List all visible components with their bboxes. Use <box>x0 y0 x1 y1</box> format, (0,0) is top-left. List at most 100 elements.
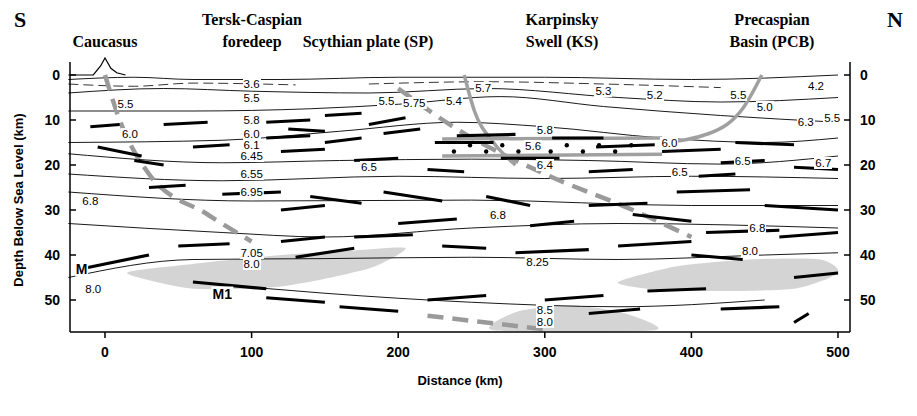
distance-tick-label: 400 <box>680 344 703 360</box>
dot <box>452 149 456 153</box>
reflector <box>281 206 325 211</box>
direction-letter: S <box>14 8 26 32</box>
reflector <box>442 246 486 248</box>
velocity-value: 6.0 <box>243 128 261 140</box>
reflector <box>193 145 230 147</box>
reflector <box>618 242 691 247</box>
reflector <box>178 244 229 246</box>
x-axis <box>70 331 850 333</box>
reflector <box>647 289 706 291</box>
dot <box>581 149 585 153</box>
grey-body <box>127 248 406 290</box>
reflector <box>384 129 421 134</box>
reflector <box>589 170 633 172</box>
tick <box>104 332 106 338</box>
region-name: Scythian plate (SP) <box>268 31 468 53</box>
velocity-value: 6.5 <box>671 166 689 178</box>
tick <box>837 332 839 338</box>
velocity-value: 5.5 <box>377 95 395 107</box>
velocity-bodies <box>127 248 839 332</box>
reflector <box>325 138 362 143</box>
reflector <box>662 149 721 151</box>
reflector <box>354 235 413 237</box>
depth-tick-label: 20 <box>860 157 876 173</box>
reflector <box>691 255 742 260</box>
reflector <box>398 219 457 224</box>
swell-outline <box>442 75 762 165</box>
reflector <box>794 273 838 278</box>
tick <box>70 164 76 166</box>
reflector <box>281 149 325 151</box>
velocity-boundaries <box>68 75 838 307</box>
velocity-value: 8.5 <box>536 304 554 316</box>
boundary-line <box>68 75 838 80</box>
velocity-value: 6.0 <box>660 137 678 149</box>
dot <box>500 143 504 147</box>
region-name: Precaspian Basin (PCB) <box>716 9 828 53</box>
tick <box>844 254 850 256</box>
velocity-value: 6.95 <box>239 186 263 198</box>
velocity-value: 7.05 <box>239 247 263 259</box>
reflector <box>149 185 186 187</box>
velocity-value: 6.8 <box>748 222 766 234</box>
velocity-value: 5.8 <box>243 114 261 126</box>
reflector <box>677 190 750 192</box>
tick <box>844 74 850 76</box>
reflector <box>296 248 355 257</box>
tick <box>844 164 850 166</box>
reflector <box>706 230 779 232</box>
depth-tick-label: 20 <box>44 157 60 173</box>
fault-line <box>105 75 252 242</box>
velocity-value: 6.7 <box>814 157 832 169</box>
velocity-value: 6.5 <box>360 161 378 173</box>
swell-line <box>464 75 515 165</box>
swell-dots <box>452 143 634 154</box>
velocity-value: 6.0 <box>121 128 139 140</box>
velocity-value: 5.4 <box>445 95 463 107</box>
boundary-line <box>193 282 765 307</box>
faults <box>105 75 691 329</box>
boundary-line <box>68 154 838 164</box>
tick <box>70 299 76 301</box>
tick <box>844 209 850 211</box>
reflector <box>83 255 149 269</box>
dot <box>548 149 552 153</box>
region-name: Caucasus <box>35 31 175 53</box>
velocity-value: 5.5 <box>117 98 135 110</box>
dot <box>565 143 569 147</box>
fault-line <box>428 316 545 330</box>
tick <box>544 332 546 338</box>
reflector <box>552 136 603 139</box>
velocity-value: 6.3 <box>797 116 815 128</box>
reflector <box>354 158 398 160</box>
reflector <box>457 134 516 135</box>
velocity-value: 5.6 <box>524 140 542 152</box>
velocity-value: 8.0 <box>741 245 759 257</box>
velocity-value: 5.8 <box>536 124 554 136</box>
velocity-value: 5.5 <box>729 89 747 101</box>
depth-tick-label: 30 <box>44 202 60 218</box>
tick <box>70 119 76 121</box>
tick <box>844 119 850 121</box>
reflector <box>266 298 325 303</box>
reflector <box>164 122 208 124</box>
velocity-value: 4.2 <box>807 80 825 92</box>
reflector <box>779 233 838 238</box>
y-axis <box>849 62 851 332</box>
surface-line <box>68 83 295 86</box>
boundary-line <box>68 253 838 278</box>
moho-label: M1 <box>212 286 233 301</box>
depth-tick-label: 40 <box>44 247 60 263</box>
swell-line <box>442 154 662 156</box>
tick <box>844 299 850 301</box>
depth-tick-label: 0 <box>860 67 868 83</box>
boundary-line <box>68 174 838 181</box>
velocity-value: 8.0 <box>243 258 261 270</box>
reflector <box>325 113 362 115</box>
reflector <box>90 125 119 127</box>
axes <box>70 62 850 338</box>
reflector <box>340 307 399 312</box>
reflectors <box>83 113 838 322</box>
swell-line <box>662 75 762 143</box>
reflector <box>369 118 406 125</box>
